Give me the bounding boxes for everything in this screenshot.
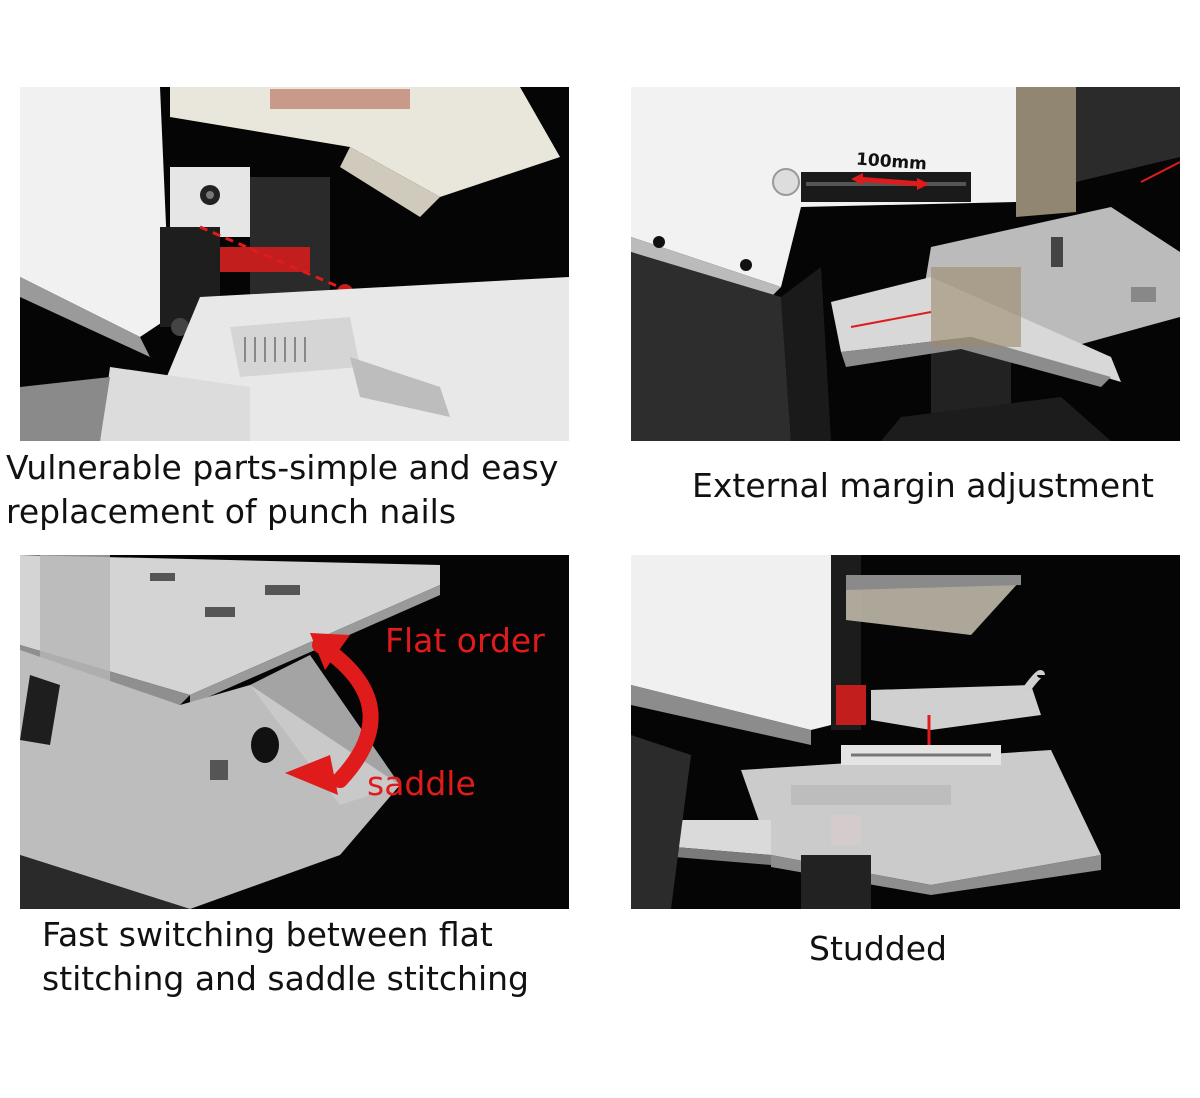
flat-saddle-illustration: Flat order saddle [20, 555, 569, 909]
photo-punch-nail-replacement [20, 87, 569, 441]
saddle-label: saddle [367, 764, 476, 803]
photo-flat-saddle-switching: Flat order saddle [20, 555, 569, 909]
photo-external-margin-adjustment: 100mm [631, 87, 1180, 441]
caption-line: External margin adjustment [692, 466, 1154, 505]
stapler-head-illustration [20, 87, 569, 441]
margin-measure-label: 100mm [855, 150, 927, 175]
photo-studded [631, 555, 1180, 909]
caption-external-margin-adjustment: External margin adjustment [631, 464, 1200, 508]
caption-line: Fast switching between flat [42, 915, 493, 954]
caption-line: stitching and saddle stitching [42, 959, 529, 998]
caption-studded: Studded [631, 927, 1125, 971]
caption-flat-saddle-switching: Fast switching between flat stitching an… [42, 913, 529, 1001]
caption-line: Vulnerable parts-simple and easy [6, 448, 559, 487]
flat-order-label: Flat order [385, 621, 545, 660]
studded-illustration [631, 555, 1180, 909]
caption-line: replacement of punch nails [6, 492, 457, 531]
caption-punch-nail-replacement: Vulnerable parts-simple and easy replace… [6, 446, 558, 534]
caption-line: Studded [809, 929, 947, 968]
margin-adjustment-illustration: 100mm [631, 87, 1180, 441]
